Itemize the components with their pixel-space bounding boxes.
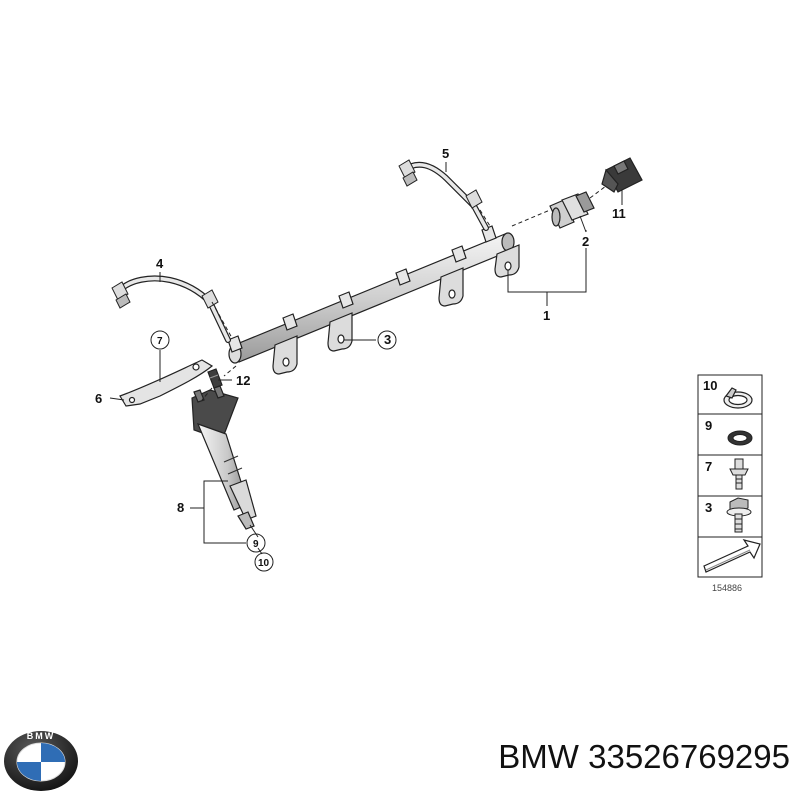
bracket-6 bbox=[119, 359, 214, 407]
legend-row-7: 7 bbox=[705, 458, 749, 490]
pressure-sensor-2 bbox=[549, 191, 595, 229]
callout-5: 5 bbox=[442, 146, 449, 161]
legend-number-9: 9 bbox=[705, 418, 712, 433]
injector-8 bbox=[191, 385, 257, 530]
high-pressure-pipe-4 bbox=[111, 275, 231, 343]
callout-4: 4 bbox=[156, 256, 164, 271]
callout-9: 9 bbox=[253, 539, 259, 550]
bmw-logo: BMW bbox=[4, 731, 78, 791]
diagram-reference-number: 154886 bbox=[712, 583, 742, 593]
legend-number-10: 10 bbox=[703, 378, 717, 393]
direction-arrow-icon bbox=[703, 539, 761, 573]
hex-bolt-icon bbox=[726, 497, 752, 533]
callout-11: 11 bbox=[612, 206, 626, 221]
leader-lines bbox=[109, 162, 623, 555]
part-number: 33526769295 bbox=[588, 738, 790, 775]
brand-name: BMW bbox=[498, 738, 579, 775]
callout-1: 1 bbox=[543, 308, 550, 323]
callout-2: 2 bbox=[582, 234, 589, 249]
clamp-ring-icon bbox=[723, 387, 753, 409]
callout-3: 3 bbox=[384, 332, 391, 347]
callout-9-ring bbox=[246, 533, 266, 553]
stud-bolt-icon bbox=[729, 458, 749, 490]
connector-11 bbox=[601, 157, 643, 193]
callout-10-ring bbox=[254, 552, 274, 572]
legend-number-7: 7 bbox=[705, 459, 712, 474]
seal-sleeve-12 bbox=[207, 368, 223, 389]
assembly-dashed-lines bbox=[201, 185, 607, 401]
high-pressure-pipe-5 bbox=[398, 159, 489, 231]
callout-7: 7 bbox=[157, 336, 163, 347]
callout-7-ring bbox=[150, 330, 170, 350]
bmw-logo-letters: BMW bbox=[27, 731, 56, 741]
seal-ring-icon bbox=[727, 430, 753, 446]
fuel-rail bbox=[227, 225, 520, 375]
callout-10: 10 bbox=[258, 558, 270, 569]
legend-number-3: 3 bbox=[705, 500, 712, 515]
callout-12: 12 bbox=[236, 373, 250, 388]
legend-row-10: 10 bbox=[703, 378, 753, 409]
callout-6: 6 bbox=[95, 391, 102, 406]
callout-8: 8 bbox=[177, 500, 184, 515]
legend-row-9: 9 bbox=[705, 418, 753, 446]
callouts: 1 2 3 4 5 6 7 8 9 10 11 12 bbox=[95, 146, 626, 572]
part-number-caption: BMW 33526769295 bbox=[410, 738, 790, 776]
legend-row-3: 3 bbox=[705, 497, 752, 533]
callout-3-ring bbox=[377, 330, 397, 350]
